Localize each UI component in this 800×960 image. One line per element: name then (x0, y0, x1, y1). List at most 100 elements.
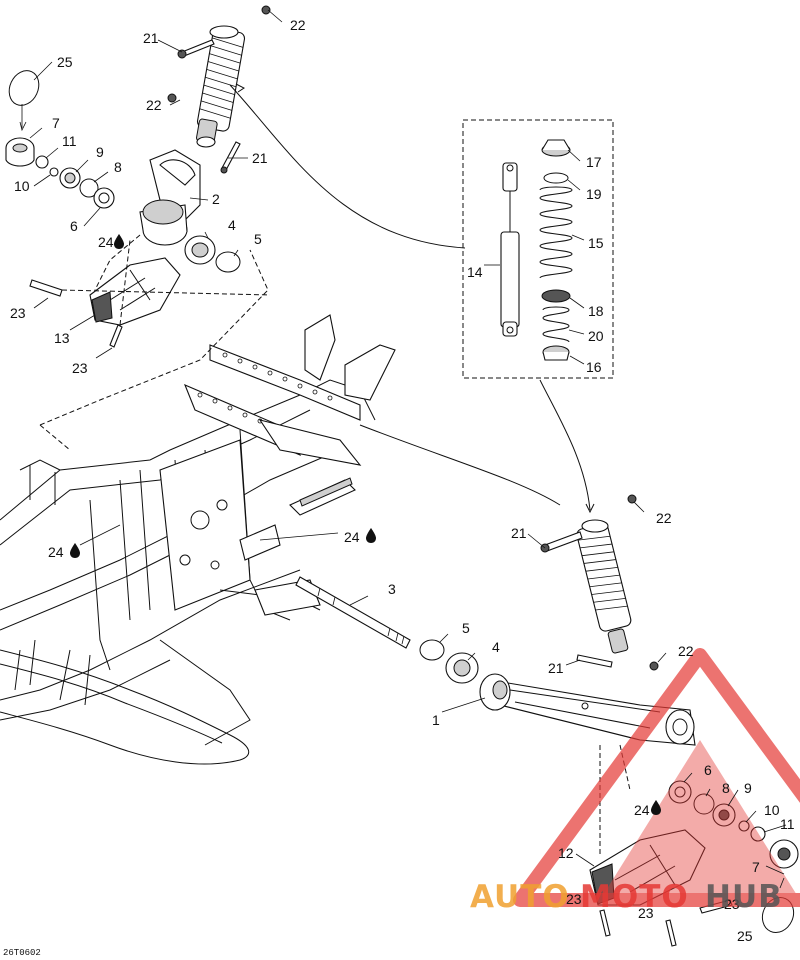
upper-left-shock-absorber (196, 25, 246, 148)
detail-arrow-lower (585, 503, 595, 514)
ring-5-upper (215, 251, 241, 273)
oil-drop-icon-c (366, 528, 376, 543)
washer-10-lower (738, 820, 750, 832)
retainer-19 (543, 172, 569, 184)
callout-10: 10 (764, 802, 780, 818)
callout-25: 25 (57, 54, 73, 70)
callout-21: 21 (511, 525, 527, 541)
shock-detail-box (462, 119, 614, 379)
nut-22-right-lower (649, 661, 659, 671)
callout-22: 22 (656, 510, 672, 526)
callout-8: 8 (114, 159, 122, 175)
callout-4: 4 (228, 217, 236, 233)
oil-drop-icon-b (70, 543, 80, 558)
callout-9: 9 (96, 144, 104, 160)
callout-24: 24 (98, 234, 114, 250)
bolt-21-top-left (177, 39, 215, 59)
ring-25-upper (8, 70, 40, 106)
detail-leader-lower (539, 379, 591, 511)
callout-22: 22 (678, 643, 694, 659)
washer-10-upper (49, 167, 59, 177)
callout-16: 16 (586, 359, 602, 375)
lower-seat-16 (542, 345, 570, 361)
bolt-23-lower-b (665, 919, 677, 947)
callout-21: 21 (252, 150, 268, 166)
callout-22: 22 (290, 17, 306, 33)
detail-leader-upper (229, 84, 466, 249)
drawing-code: 26T0602 (3, 948, 41, 958)
nut-11-upper (35, 155, 49, 169)
callout-11: 11 (62, 133, 77, 149)
bushing-4-upper (184, 235, 216, 265)
watermark-text: AUTO MOTO HUB (470, 879, 783, 915)
callout-11: 11 (780, 816, 795, 832)
callout-23: 23 (638, 905, 654, 921)
callout-10: 10 (14, 178, 30, 194)
callout-7: 7 (752, 859, 760, 875)
callout-13: 13 (54, 330, 70, 346)
spring-20 (542, 306, 570, 343)
callout-21: 21 (548, 660, 564, 676)
callout-5: 5 (254, 231, 262, 247)
spring-seat-18 (541, 289, 571, 303)
watermark-text-hub: HUB (705, 879, 783, 915)
automotohub-watermark-logo (513, 648, 800, 907)
callout-14: 14 (467, 264, 483, 280)
nut-22-left (167, 93, 177, 103)
callout-2: 2 (212, 191, 220, 207)
callout-1: 1 (432, 712, 440, 728)
callout-20: 20 (588, 328, 604, 344)
frame-leader (359, 424, 561, 506)
callout-6: 6 (70, 218, 78, 234)
callout-19: 19 (586, 186, 602, 202)
ring-8-lower (693, 793, 715, 815)
spring-15 (539, 186, 573, 279)
callout-labels: 21 22 25 22 7 11 21 9 10 8 2 6 4 24 5 23… (10, 17, 795, 944)
bolt-23-upper-bottom (109, 324, 123, 348)
callout-23: 23 (72, 360, 88, 376)
bolt-23-lower-a (599, 909, 611, 937)
callout-23: 23 (566, 891, 582, 907)
nut-22-right-top (627, 494, 637, 504)
cap-7-upper (5, 137, 35, 167)
callout-5: 5 (462, 620, 470, 636)
shock-body-14 (500, 162, 520, 337)
callout-8: 8 (722, 780, 730, 796)
callout-23: 23 (10, 305, 26, 321)
bearing-6-upper (93, 187, 115, 209)
nut-22-top (261, 5, 271, 15)
callout-15: 15 (588, 235, 604, 251)
ring-5-lower (419, 639, 445, 661)
callout-3: 3 (388, 581, 396, 597)
bolt-21-right-lower (576, 654, 613, 668)
callout-17: 17 (586, 154, 602, 170)
watermark-text-auto: AUTO (470, 879, 570, 915)
oil-drop-icon-d (651, 800, 661, 815)
spring-seat-17 (541, 139, 571, 157)
callout-24: 24 (48, 544, 64, 560)
bushing-4-lower (445, 652, 479, 684)
right-shock-absorber (576, 519, 632, 654)
bearing-6-lower (668, 780, 692, 804)
pivot-shaft-3 (295, 576, 411, 649)
left-a-arm-2 (139, 149, 201, 246)
chassis-frame (0, 249, 396, 765)
seal-9-upper (59, 167, 81, 189)
ring-8-upper (79, 178, 99, 198)
callout-7: 7 (52, 115, 60, 131)
detail-arrow-upper (235, 83, 245, 93)
callout-6: 6 (704, 762, 712, 778)
callout-25: 25 (737, 928, 753, 944)
bolt-21-lower (220, 141, 241, 174)
callout-9: 9 (744, 780, 752, 796)
callout-24: 24 (344, 529, 360, 545)
callout-12: 12 (558, 845, 574, 861)
callout-18: 18 (588, 303, 604, 319)
leader-lines (19, 9, 787, 889)
oil-drop-icon-a (114, 234, 124, 249)
bolt-21-right (540, 531, 583, 553)
callout-24: 24 (634, 802, 650, 818)
cap-7-lower (769, 839, 799, 869)
callout-22: 22 (146, 97, 162, 113)
